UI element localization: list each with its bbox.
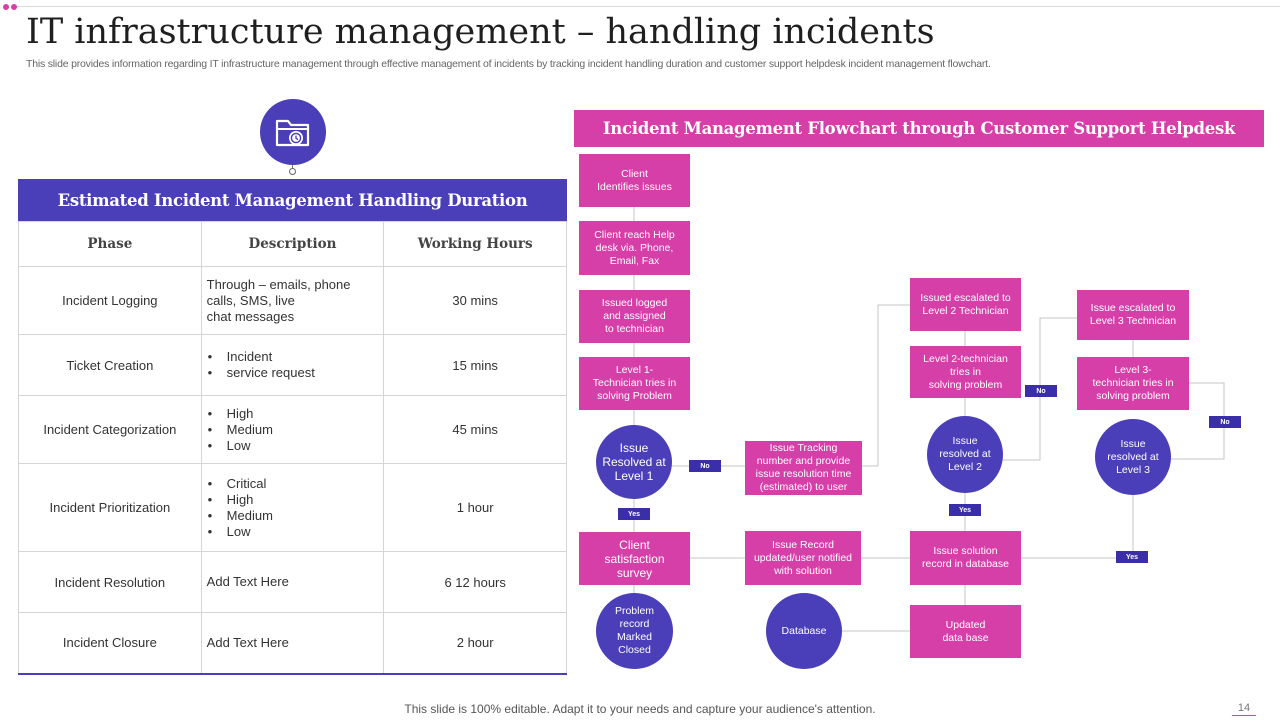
no-label: No bbox=[1025, 385, 1057, 397]
footer-text: This slide is 100% editable. Adapt it to… bbox=[404, 702, 876, 716]
slide-title: IT infrastructure management – handling … bbox=[26, 12, 935, 52]
icon-connector bbox=[292, 165, 293, 170]
description-cell: Add Text Here bbox=[200, 612, 385, 675]
corner-dot bbox=[3, 4, 9, 10]
table-row: Incident Resolution Add Text Here 6 12 h… bbox=[18, 551, 567, 613]
database-circle: Database bbox=[766, 593, 842, 669]
phase-cell: Incident Logging bbox=[18, 266, 202, 335]
table-row: Ticket Creation Incident service request… bbox=[18, 334, 567, 396]
description-cell: Through – emails, phone calls, SMS, live… bbox=[200, 266, 385, 335]
table-row: Incident Logging Through – emails, phone… bbox=[18, 266, 567, 335]
column-header: Description bbox=[200, 221, 385, 267]
slide-subtitle: This slide provides information regardin… bbox=[26, 58, 991, 70]
description-cell: Incident service request bbox=[200, 334, 385, 396]
table-row: Incident Categorization High Medium Low … bbox=[18, 395, 567, 464]
top-rule bbox=[14, 6, 1280, 7]
column-header: Phase bbox=[18, 221, 202, 267]
icon-connector-ring bbox=[289, 168, 296, 175]
folder-clock-icon bbox=[260, 99, 326, 165]
page-number: 14 bbox=[1232, 702, 1256, 716]
duration-table: Phase Description Working Hours Incident… bbox=[18, 221, 567, 675]
flowchart-heading: Incident Management Flowchart through Cu… bbox=[574, 110, 1264, 147]
yes-label: Yes bbox=[618, 508, 650, 520]
corner-dot bbox=[11, 4, 17, 10]
column-header: Working Hours bbox=[383, 221, 567, 267]
description-cell: High Medium Low bbox=[200, 395, 385, 464]
no-label: No bbox=[689, 460, 721, 472]
phase-cell: Incident Categorization bbox=[18, 395, 202, 464]
phase-cell: Incident Prioritization bbox=[18, 463, 202, 552]
phase-cell: Incident Resolution bbox=[18, 551, 202, 613]
table-header-row: Phase Description Working Hours bbox=[18, 221, 567, 267]
hours-cell: 2 hour bbox=[383, 612, 567, 675]
hours-cell: 15 mins bbox=[383, 334, 567, 396]
hours-cell: 30 mins bbox=[383, 266, 567, 335]
hours-cell: 6 12 hours bbox=[383, 551, 567, 613]
phase-cell: Incident Closure bbox=[18, 612, 202, 675]
yes-label: Yes bbox=[1116, 551, 1148, 563]
table-row: Incident Closure Add Text Here 2 hour bbox=[18, 612, 567, 675]
yes-label: Yes bbox=[949, 504, 981, 516]
table-heading: Estimated Incident Management Handling D… bbox=[18, 179, 567, 221]
no-label: No bbox=[1209, 416, 1241, 428]
phase-cell: Ticket Creation bbox=[18, 334, 202, 396]
hours-cell: 45 mins bbox=[383, 395, 567, 464]
